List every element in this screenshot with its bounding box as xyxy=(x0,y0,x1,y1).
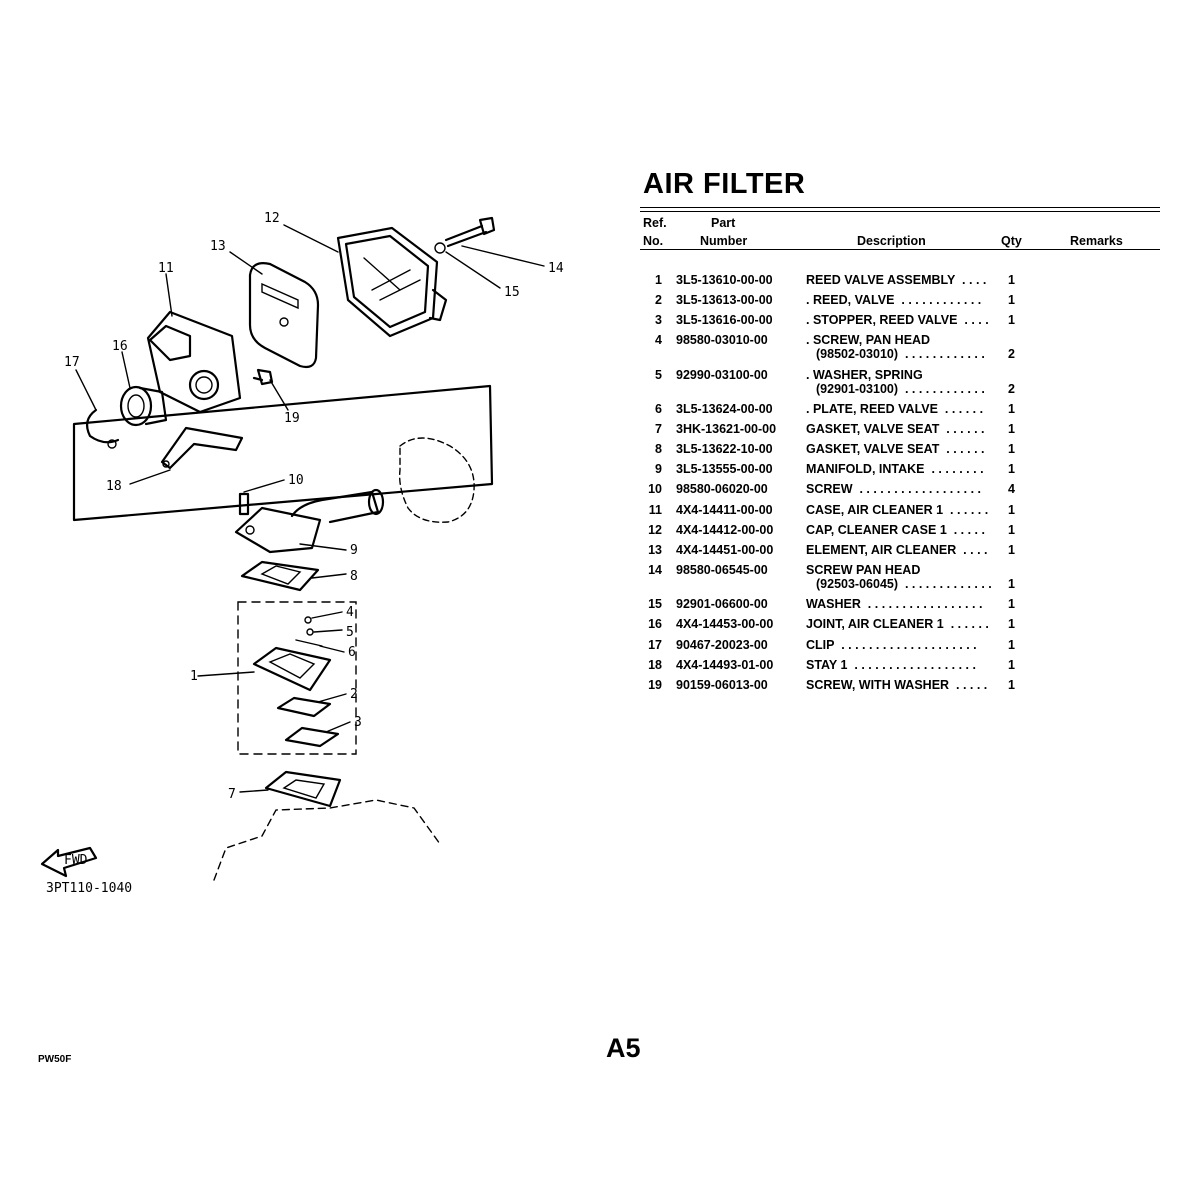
callout-3: 3 xyxy=(354,715,362,730)
intake-manifold-part xyxy=(234,488,385,554)
header-ref-line2: No. xyxy=(643,234,664,248)
header-ref-line1: Ref. xyxy=(643,216,667,230)
header-remarks: Remarks xyxy=(1070,234,1123,248)
callout-13: 13 xyxy=(210,239,226,254)
callout-12: 12 xyxy=(264,211,280,226)
callout-11: 11 xyxy=(158,261,174,276)
stay-bracket-part xyxy=(160,426,244,470)
callout-15: 15 xyxy=(504,285,520,300)
valve-seat-gasket-7-part xyxy=(264,770,342,808)
header-description: Description xyxy=(857,234,926,248)
clip-part xyxy=(85,408,120,449)
callout-18: 18 xyxy=(106,479,122,494)
callout-19: 19 xyxy=(284,411,300,426)
screw-with-washer-part xyxy=(252,368,274,386)
pan-head-screw-bolt-part xyxy=(434,216,496,254)
page-title: AIR FILTER xyxy=(643,168,806,200)
callout-labels: 12 13 11 14 15 16 17 19 18 10 9 8 4 5 6 … xyxy=(64,211,564,802)
crankcase-outline xyxy=(213,799,441,881)
cleaner-cap-part xyxy=(336,226,448,338)
model-code: PW50F xyxy=(38,1054,72,1065)
forward-arrow-icon: FWD xyxy=(40,846,98,878)
page-number: A5 xyxy=(606,1033,641,1063)
header-qty: Qty xyxy=(1001,234,1022,248)
valve-seat-gasket-8-part xyxy=(240,560,320,592)
callout-17: 17 xyxy=(64,355,80,370)
header-part-line1: Part xyxy=(711,216,736,230)
air-cleaner-element-part xyxy=(248,262,320,369)
callout-7: 7 xyxy=(228,787,236,802)
callout-6: 6 xyxy=(348,645,356,660)
callout-4: 4 xyxy=(346,605,354,620)
callout-14: 14 xyxy=(548,261,564,276)
reed-valve-assembly-box xyxy=(237,601,357,755)
callout-8: 8 xyxy=(350,569,358,584)
callout-16: 16 xyxy=(112,339,128,354)
header-part-line2: Number xyxy=(700,234,748,248)
callout-10: 10 xyxy=(288,473,304,488)
assembly-boundary-lines xyxy=(72,384,494,522)
screw-10-part xyxy=(238,492,250,516)
callout-leader-lines xyxy=(75,224,545,793)
exploded-parts-diagram: FWD 3PT110-1040 12 13 11 14 15 16 17 19 … xyxy=(40,211,564,896)
svg-text:FWD: FWD xyxy=(64,853,88,868)
figure-code: 3PT110-1040 xyxy=(46,881,132,896)
title-rule-top xyxy=(640,207,1160,208)
callout-1: 1 xyxy=(190,669,198,684)
header-rule xyxy=(640,249,1160,250)
title-rule-bottom xyxy=(640,211,1160,212)
callout-5: 5 xyxy=(346,625,354,640)
cleaner-joint-part xyxy=(119,385,168,427)
callout-2: 2 xyxy=(350,687,358,702)
callout-9: 9 xyxy=(350,543,358,558)
engine-outline xyxy=(398,437,475,523)
